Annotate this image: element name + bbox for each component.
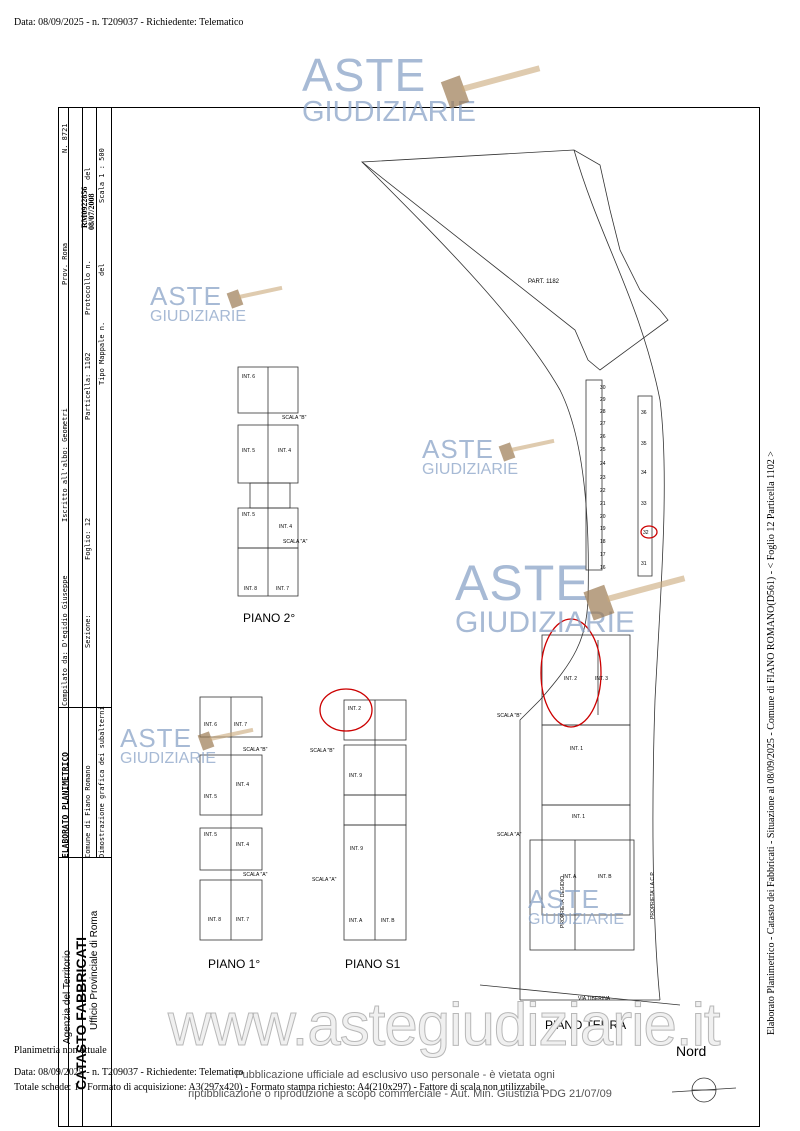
- site-watermark: www.astegiudiziarie.it: [168, 991, 722, 1059]
- garage-24: 24: [600, 461, 606, 467]
- s1-int9a: INT. 9: [349, 773, 362, 779]
- garage-29: 29: [600, 397, 606, 403]
- drawing-frame: [58, 107, 760, 1127]
- garage-36: 36: [641, 410, 647, 416]
- watermark-5: ASTE GIUDIZIARIE: [120, 723, 217, 767]
- pt-int2: INT. 2: [564, 676, 577, 682]
- gavel-icon: [197, 727, 254, 751]
- p2-int6: INT. 6: [242, 374, 255, 380]
- pt-scala-a: SCALA "A": [497, 832, 522, 838]
- garage-17: 17: [600, 552, 606, 558]
- prop-right: PROPRIETA' I.A.C.P.: [650, 872, 656, 919]
- gavel-icon: [498, 438, 555, 462]
- label-nord: Nord: [676, 1043, 707, 1059]
- s1-scala-a: SCALA "A": [312, 877, 337, 883]
- watermark-6: ASTE GIUDIZIARIE: [528, 884, 625, 928]
- pt-int1a: INT. 1: [570, 746, 583, 752]
- p1-int7b: INT. 7: [236, 917, 249, 923]
- p2-int8: INT. 8: [244, 586, 257, 592]
- p1-int4b: INT. 4: [236, 842, 249, 848]
- s1-int2: INT. 2: [348, 706, 361, 712]
- footer-planimetria: Planimetria non attuale: [14, 1045, 107, 1056]
- garage-31: 31: [641, 561, 647, 567]
- gavel-icon: [440, 65, 541, 109]
- garage-28: 28: [600, 409, 606, 415]
- title-block: [58, 107, 112, 1127]
- s1-intA: INT. A: [349, 918, 363, 924]
- p1-int8: INT. 8: [208, 917, 221, 923]
- footer-notice-2: ripubblicazione o riproduzione a scopo c…: [188, 1088, 612, 1100]
- footer-totale: Totale schede: 1 - Formato di acquisizio…: [14, 1082, 545, 1093]
- garage-23: 23: [600, 475, 606, 481]
- garage-35: 35: [641, 441, 647, 447]
- s1-int9b: INT. 9: [350, 846, 363, 852]
- p1-int6: INT. 6: [204, 722, 217, 728]
- p1-int5: INT. 5: [204, 794, 217, 800]
- pt-scala-b: SCALA "B": [497, 713, 522, 719]
- s1-scala-b: SCALA "B": [310, 748, 335, 754]
- label-piano-s1: PIANO S1: [345, 957, 401, 971]
- footer-data: Data: 08/09/2025 - n. T209037 - Richiede…: [14, 1067, 244, 1078]
- garage-20: 20: [600, 514, 606, 520]
- garage-32: 32: [643, 530, 649, 536]
- pt-intB: INT. B: [598, 874, 612, 880]
- p1-int4: INT. 4: [236, 782, 249, 788]
- garage-25: 25: [600, 447, 606, 453]
- p2-int7: INT. 7: [276, 586, 289, 592]
- p1-int5b: INT. 5: [204, 832, 217, 838]
- watermark-3: ASTE GIUDIZIARIE: [422, 434, 519, 478]
- pt-intA: INT. A: [563, 874, 577, 880]
- p2-scala-b: SCALA "B": [282, 415, 307, 421]
- garage-26: 26: [600, 434, 606, 440]
- p1-int7: INT. 7: [234, 722, 247, 728]
- gavel-icon: [583, 575, 686, 621]
- p2-int4: INT. 4: [278, 448, 291, 454]
- part-1182-label: PART. 1182: [528, 279, 560, 285]
- footer-notice-1: Pubblicazione ufficiale ad esclusivo uso…: [235, 1069, 555, 1081]
- pt-int3: INT. 3: [595, 676, 608, 682]
- header-line: Data: 08/09/2025 - n. T209037 - Richiede…: [14, 17, 244, 28]
- p2-int5: INT. 5: [242, 448, 255, 454]
- garage-30: 30: [600, 385, 606, 391]
- p1-scala-a: SCALA "A": [243, 872, 268, 878]
- label-piano-2: PIANO 2°: [243, 611, 296, 625]
- s1-intB: INT. B: [381, 918, 395, 924]
- prop-left: PROPRIETA' DEGIDIO: [560, 876, 566, 928]
- garage-18: 18: [600, 539, 606, 545]
- garage-33: 33: [641, 501, 647, 507]
- p2-int5b: INT. 5: [242, 512, 255, 518]
- garage-21: 21: [600, 501, 606, 507]
- garage-34: 34: [641, 470, 647, 476]
- garage-labels: 30 29 28 27 26 25 24 23 22 21 20 19 18 1…: [600, 385, 649, 571]
- label-piano-terra: PIANO TERRA: [545, 1018, 627, 1032]
- p2-int4b: INT. 4: [279, 524, 292, 530]
- gavel-icon: [226, 285, 283, 309]
- garage-22: 22: [600, 488, 606, 494]
- p2-scala-a: SCALA "A": [283, 539, 308, 545]
- p1-scala-b: SCALA "B": [243, 747, 268, 753]
- pt-int1b: INT. 1: [572, 814, 585, 820]
- garage-27: 27: [600, 421, 606, 427]
- label-piano-1: PIANO 1°: [208, 957, 261, 971]
- garage-16: 16: [600, 565, 606, 571]
- watermark-top: ASTE GIUDIZIARIE: [302, 49, 477, 128]
- via-tiberina: VIA TIBERINA: [578, 996, 611, 1002]
- garage-19: 19: [600, 526, 606, 532]
- watermark-2: ASTE GIUDIZIARIE: [150, 281, 247, 325]
